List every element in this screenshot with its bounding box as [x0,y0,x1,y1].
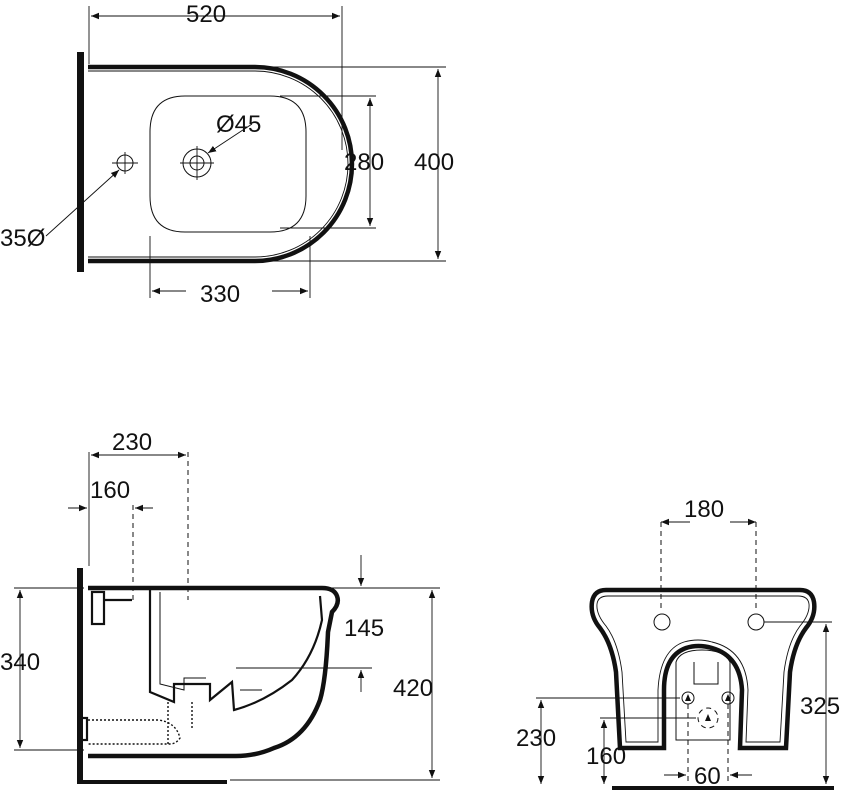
side-view-floor [77,780,227,784]
side-view-outline [88,585,341,759]
rim-to-bowl-dimension: 145 [344,615,384,642]
tap-hole-label: Ø45 [216,111,261,138]
waste-height-dimension: 160 [586,743,626,770]
top-view-bowl [149,95,307,233]
fixing-bracket [90,590,106,626]
rear-fixing-height-dimension: 325 [800,693,840,720]
bowl-depth-dimension: 280 [344,149,384,176]
side-hole-label: 35Ø [0,225,45,252]
rear-view-outline [589,587,817,751]
side-view: 230 160 340 145 420 [0,429,440,784]
fixing-hole-right [747,613,765,631]
inlet-spacing-dimension: 60 [694,763,721,790]
fixing-hole-left [653,613,671,631]
rim-height-dimension: 420 [393,675,433,702]
water-inlet-height-dimension: 230 [516,725,556,752]
fixing-offset-dimension: 230 [112,429,152,456]
fixing-spacing-dimension: 180 [684,496,724,523]
top-view-outline [88,64,355,264]
depth-dimension: 400 [414,149,454,176]
rear-view: 180 325 230 160 60 [516,496,840,790]
fixing-height-dimension: 340 [0,649,40,676]
top-view: 520 400 280 330 Ø45 35Ø [0,1,454,308]
waste-offset-dimension: 160 [90,477,130,504]
top-view-wall [77,52,84,272]
waste-outlet [697,707,719,729]
bowl-width-dimension: 330 [200,281,240,308]
rear-view-inlet-recess [675,649,731,741]
width-dimension: 520 [186,1,226,28]
side-view-wall [77,568,83,783]
rear-view-floor [612,786,834,790]
waste-pipe [88,719,181,745]
side-view-bowl [148,590,324,712]
